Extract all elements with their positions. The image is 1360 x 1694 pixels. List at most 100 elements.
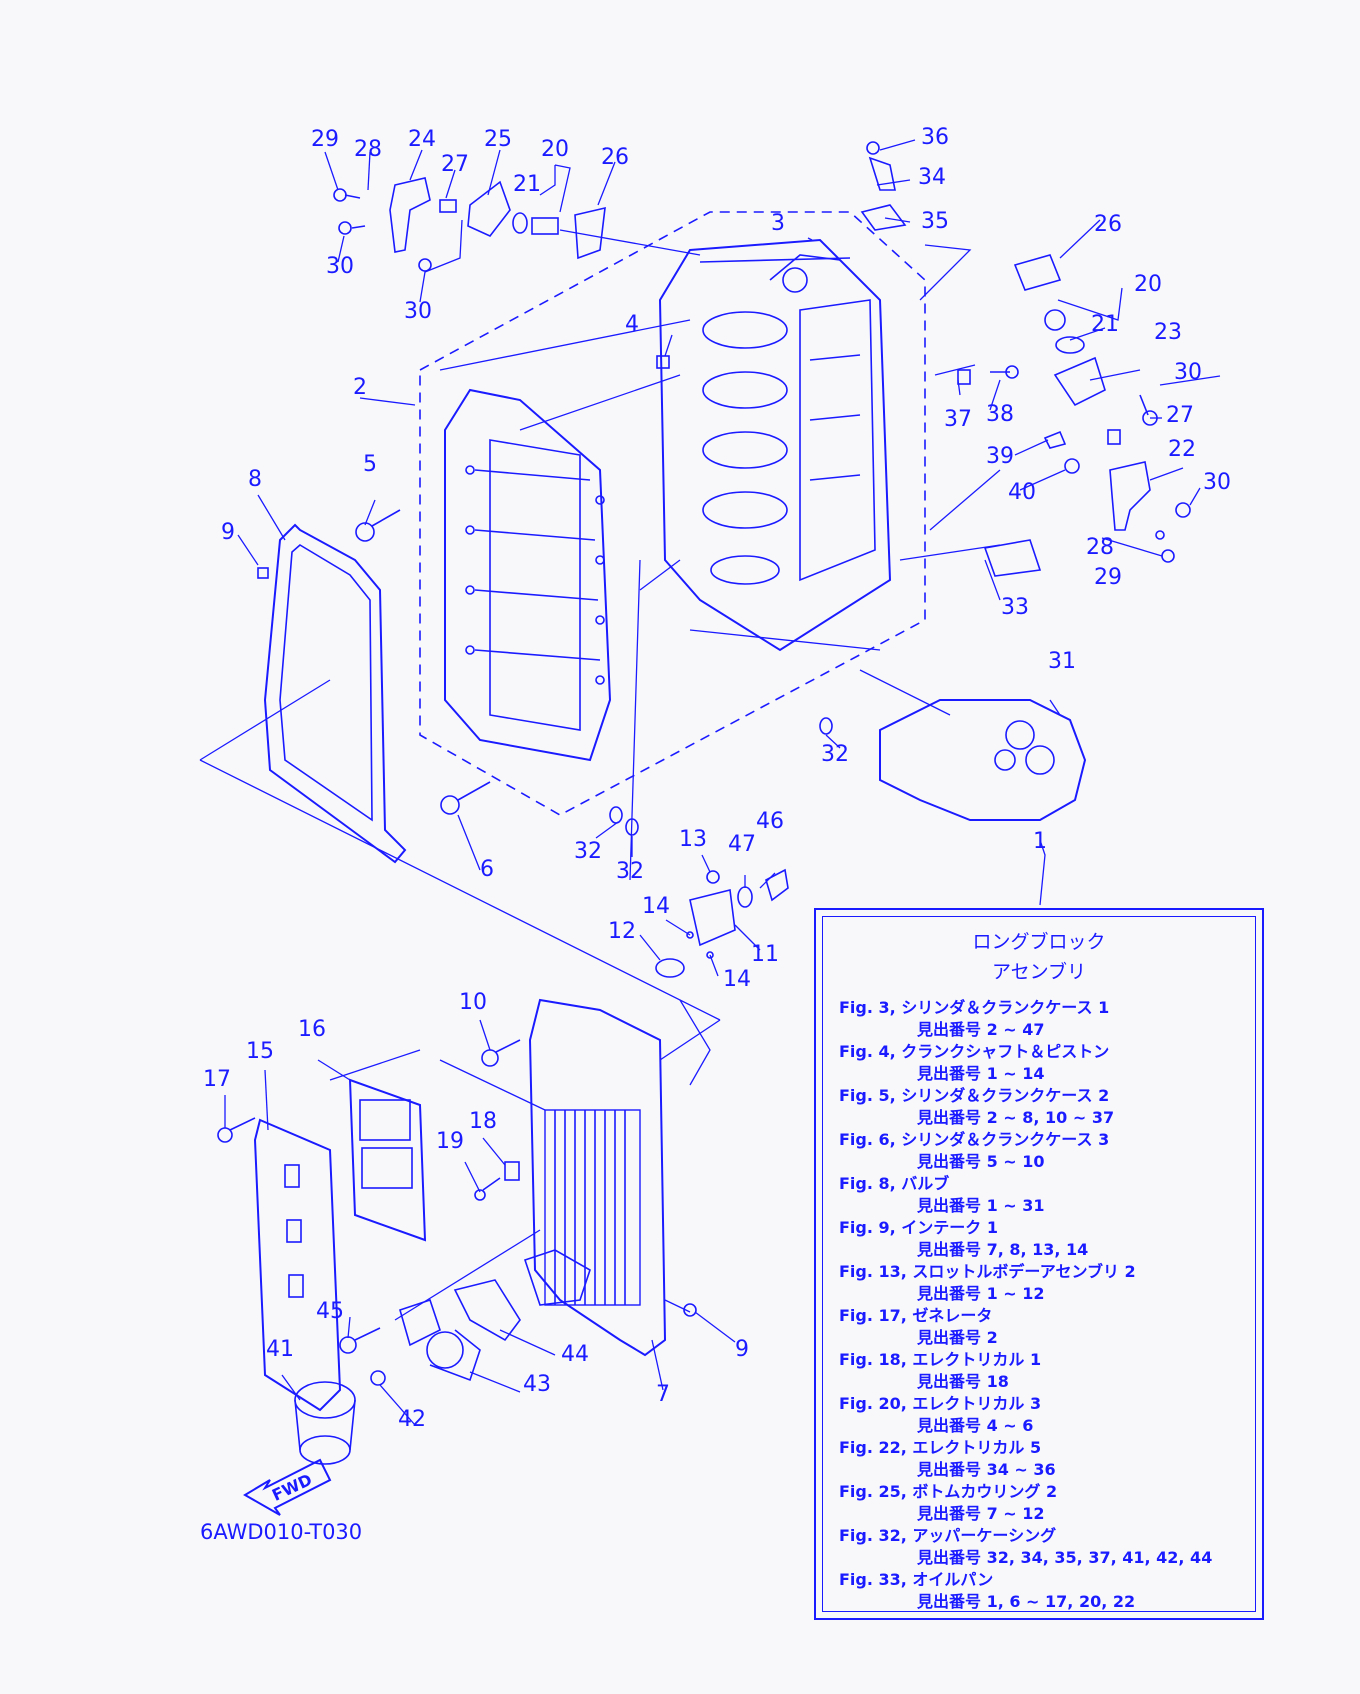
callout-number: 12: [608, 919, 636, 944]
callout-number: 4: [625, 312, 639, 337]
legend-fig-ref: Fig. 6, シリンダ＆クランクケース 3: [839, 1130, 1110, 1149]
callout-number: 24: [408, 127, 436, 152]
legend-entry: Fig. 4, クランクシャフト＆ピストン見出番号 1 ~ 14: [839, 1041, 1255, 1085]
legend-ref-range: 見出番号 32, 34, 35, 37, 41, 42, 44: [917, 1548, 1213, 1567]
callout-number: 3: [771, 211, 785, 236]
callout-number: 35: [921, 209, 949, 234]
callout-number: 28: [354, 137, 382, 162]
callout-number: 30: [1203, 470, 1231, 495]
callout-number: 16: [298, 1017, 326, 1042]
callout-number: 13: [679, 827, 707, 852]
legend-entry: Fig. 18, エレクトリカル 1 見出番号 18: [839, 1349, 1255, 1393]
callout-number: 5: [363, 452, 377, 477]
callout-number: 21: [1091, 312, 1119, 337]
callout-number: 46: [756, 809, 784, 834]
legend-fig-ref: Fig. 8, バルブ: [839, 1174, 950, 1193]
callout-number: 21: [513, 172, 541, 197]
callout-number: 45: [316, 1299, 344, 1324]
callout-number: 29: [1094, 565, 1122, 590]
callout-number: 14: [642, 894, 670, 919]
callout-number: 36: [921, 125, 949, 150]
callout-number: 32: [821, 742, 849, 767]
callout-number: 1: [1033, 829, 1047, 854]
legend-ref-range: 見出番号 7, 8, 13, 14: [917, 1240, 1089, 1259]
legend-fig-ref: Fig. 5, シリンダ＆クランクケース 2: [839, 1086, 1110, 1105]
leader-lines: [199, 139, 1221, 1426]
callout-number: 8: [248, 467, 262, 492]
callout-number: 28: [1086, 535, 1114, 560]
callout-number: 19: [436, 1129, 464, 1154]
callout-number: 10: [459, 990, 487, 1015]
legend-entry: Fig. 5, シリンダ＆クランクケース 2 見出番号 2 ~ 8, 10 ~ 3…: [839, 1085, 1255, 1129]
legend-entry: Fig. 6, シリンダ＆クランクケース 3 見出番号 5 ~ 10: [839, 1129, 1255, 1173]
callout-number: 30: [1174, 360, 1202, 385]
callout-number: 26: [601, 145, 629, 170]
cover-plate: [253, 1118, 342, 1412]
legend-ref-range: 見出番号 1 ~ 12: [917, 1284, 1045, 1303]
legend-entry: Fig. 8, バルブ見出番号 1 ~ 31: [839, 1173, 1255, 1217]
legend-fig-ref: Fig. 25, ボトムカウリング 2: [839, 1482, 1058, 1501]
crankcase: [444, 388, 612, 762]
callout-number: 30: [404, 299, 432, 324]
callout-number: 20: [1134, 272, 1162, 297]
callout-number: 26: [1094, 212, 1122, 237]
callout-number: 11: [751, 942, 779, 967]
legend-fig-ref: Fig. 22, エレクトリカル 5: [839, 1438, 1042, 1457]
callout-number: 43: [523, 1372, 551, 1397]
legend-fig-ref: Fig. 18, エレクトリカル 1: [839, 1350, 1042, 1369]
legend-ref-range: 見出番号 1 ~ 14: [917, 1064, 1045, 1083]
callout-number: 9: [735, 1337, 749, 1362]
legend-ref-range: 見出番号 4 ~ 6: [917, 1416, 1034, 1435]
callout-number: 6: [480, 857, 494, 882]
legend-entry: Fig. 32, アッパーケーシング見出番号 32, 34, 35, 37, 4…: [839, 1525, 1255, 1569]
callout-number: 41: [266, 1337, 294, 1362]
legend-entry: Fig. 17, ゼネレータ見出番号 2: [839, 1305, 1255, 1349]
drawing-code: 6AWD010-T030: [200, 1520, 363, 1544]
legend-entry: Fig. 9, インテーク 1 見出番号 7, 8, 13, 14: [839, 1217, 1255, 1261]
legend-entry: Fig. 13, スロットルボデーアセンブリ 2 見出番号 1 ~ 12: [839, 1261, 1255, 1305]
callout-number: 44: [561, 1342, 589, 1367]
legend-fig-ref: Fig. 17, ゼネレータ: [839, 1306, 993, 1325]
callout-number: 30: [326, 254, 354, 279]
legend-ref-range: 見出番号 2: [917, 1328, 998, 1347]
legend-fig-ref: Fig. 4, クランクシャフト＆ピストン: [839, 1042, 1110, 1061]
legend-fig-ref: Fig. 33, オイルパン: [839, 1570, 994, 1589]
callout-number: 37: [944, 407, 972, 432]
legend-ref-range: 見出番号 1 ~ 31: [917, 1196, 1045, 1215]
callout-number: 33: [1001, 595, 1029, 620]
legend-ref-range: 見出番号 1, 6 ~ 17, 20, 22: [917, 1592, 1136, 1611]
legend-title-line-1: ロングブロック: [972, 931, 1106, 953]
legend-ref-range: 見出番号 18: [917, 1372, 1009, 1391]
legend-fig-ref: Fig. 13, スロットルボデーアセンブリ 2: [839, 1262, 1136, 1281]
legend-fig-ref: Fig. 9, インテーク 1: [839, 1218, 999, 1237]
callout-number: 17: [203, 1067, 231, 1092]
callout-number: 40: [1008, 480, 1036, 505]
small-parts: [217, 141, 1191, 1386]
callout-number: 23: [1154, 320, 1182, 345]
oil-filter: [294, 1381, 356, 1465]
cylinder-block: [658, 238, 892, 652]
callout-number: 39: [986, 444, 1014, 469]
callout-number: 27: [441, 152, 469, 177]
crankcase-gasket: [263, 523, 407, 864]
legend-ref-range: 見出番号 5 ~ 10: [917, 1152, 1045, 1171]
callout-number: 20: [541, 137, 569, 162]
legend-ref-range: 見出番号 2 ~ 8, 10 ~ 37: [917, 1108, 1115, 1127]
callout-number: 14: [723, 967, 751, 992]
callout-number: 27: [1166, 403, 1194, 428]
cover-gasket: [348, 1078, 427, 1242]
fwd-arrow-icon: FWD: [243, 1458, 332, 1516]
callout-number: 22: [1168, 437, 1196, 462]
legend-ref-range: 見出番号 2 ~ 47: [917, 1020, 1045, 1039]
callout-number: 42: [398, 1407, 426, 1432]
legend-fig-ref: Fig. 32, アッパーケーシング: [839, 1526, 1057, 1545]
legend-title-line-2: アセンブリ: [991, 961, 1087, 983]
callout-number: 47: [728, 832, 756, 857]
